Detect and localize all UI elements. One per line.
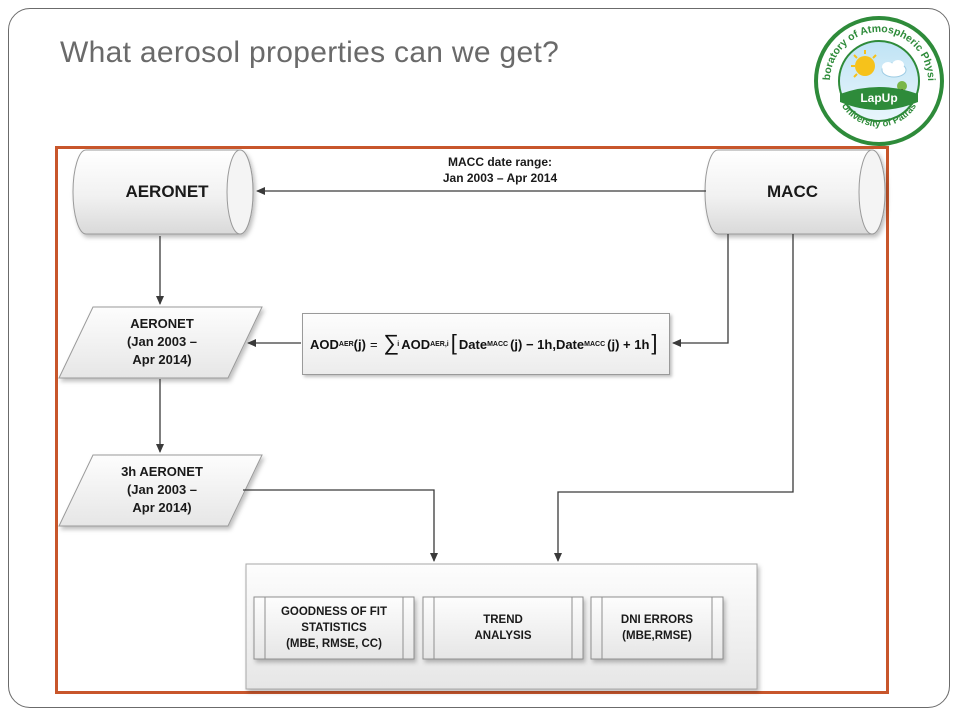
formula-date2-tail: (j) + 1h [607, 336, 650, 352]
formula-sum-index: i [397, 340, 400, 348]
date-range-label: MACC date range: Jan 2003 – Apr 2014 [400, 154, 600, 186]
aeronet-data-line1: AERONET [130, 316, 194, 331]
aeronet-data-line3: Apr 2014) [132, 352, 192, 367]
slide-frame [8, 8, 950, 708]
gof-line3: (MBE, RMSE, CC) [286, 638, 382, 650]
diagram-frame [55, 146, 889, 694]
aeronet-3h-line1: 3h AERONET [121, 464, 203, 479]
formula-sum: ∑ [383, 330, 400, 355]
aeronet-database-label: AERONET [125, 182, 209, 201]
macc-to-outputs-arrow [554, 234, 794, 562]
formula-box [302, 313, 670, 375]
formula-lhs-sub: AER [338, 340, 354, 348]
formula-lhs-arg: (j) [353, 336, 366, 352]
date-range-line1: MACC date range: [447, 155, 552, 169]
gof-box-shape [253, 596, 415, 660]
slide-title: What aerosol properties can we get? [60, 36, 560, 69]
aeronet-3h-line3: Apr 2014) [132, 500, 192, 515]
dni-line2: (MBE,RMSE) [622, 630, 692, 642]
formula-date2-sub: MACC [584, 340, 606, 348]
date-range-line2: Jan 2003 – Apr 2014 [442, 171, 558, 185]
formula-equals: = [369, 336, 378, 352]
aeronet-3h-line2: (Jan 2003 – [126, 482, 198, 497]
formula-left-bracket: [ [450, 330, 457, 355]
aeronet-3h-shape [58, 454, 263, 527]
sun-icon [851, 50, 877, 78]
trend-box-shape [422, 596, 584, 660]
aeronet-database-shape [72, 149, 254, 235]
cloud-icon [881, 60, 907, 78]
dni-box-shape [590, 596, 724, 660]
formula-date1-tail: (j) − 1h, [510, 336, 556, 352]
3h-to-outputs-arrow [243, 489, 438, 562]
macc-to-formula-arrow [672, 234, 729, 347]
gof-line2: STATISTICS [301, 622, 367, 634]
logo-badge-text: LapUp [860, 91, 897, 105]
lapup-logo: Laboratory of Atmospheric Physics Univer… [812, 14, 944, 146]
trend-line1: TREND [483, 614, 523, 626]
gof-line1: GOODNESS OF FIT [280, 606, 388, 618]
aeronet-3h-label: 3h AERONET (Jan 2003 – Apr 2014) [92, 463, 232, 517]
aeronet-data-label: AERONET (Jan 2003 – Apr 2014) [92, 315, 232, 369]
trend-label: TREND ANALYSIS [435, 612, 571, 644]
formula-date1: Date [458, 336, 488, 352]
formula-date2: Date [555, 336, 585, 352]
gof-label: GOODNESS OF FIT STATISTICS (MBE, RMSE, C… [266, 604, 402, 652]
macc-database-shape [704, 149, 886, 235]
aeronet-data-line2: (Jan 2003 – [126, 334, 198, 349]
dni-label: DNI ERRORS (MBE,RMSE) [603, 612, 711, 644]
trend-line2: ANALYSIS [474, 630, 532, 642]
aeronet-data-shape [58, 306, 263, 379]
formula-term-sub: AER,i [430, 340, 449, 348]
macc-database-label: MACC [767, 182, 818, 201]
formula-lhs: AOD [310, 336, 339, 352]
formula-term: AOD [401, 336, 431, 352]
formula-right-bracket: ] [651, 330, 658, 355]
formula-date1-sub: MACC [487, 340, 509, 348]
dni-line1: DNI ERRORS [620, 614, 694, 626]
